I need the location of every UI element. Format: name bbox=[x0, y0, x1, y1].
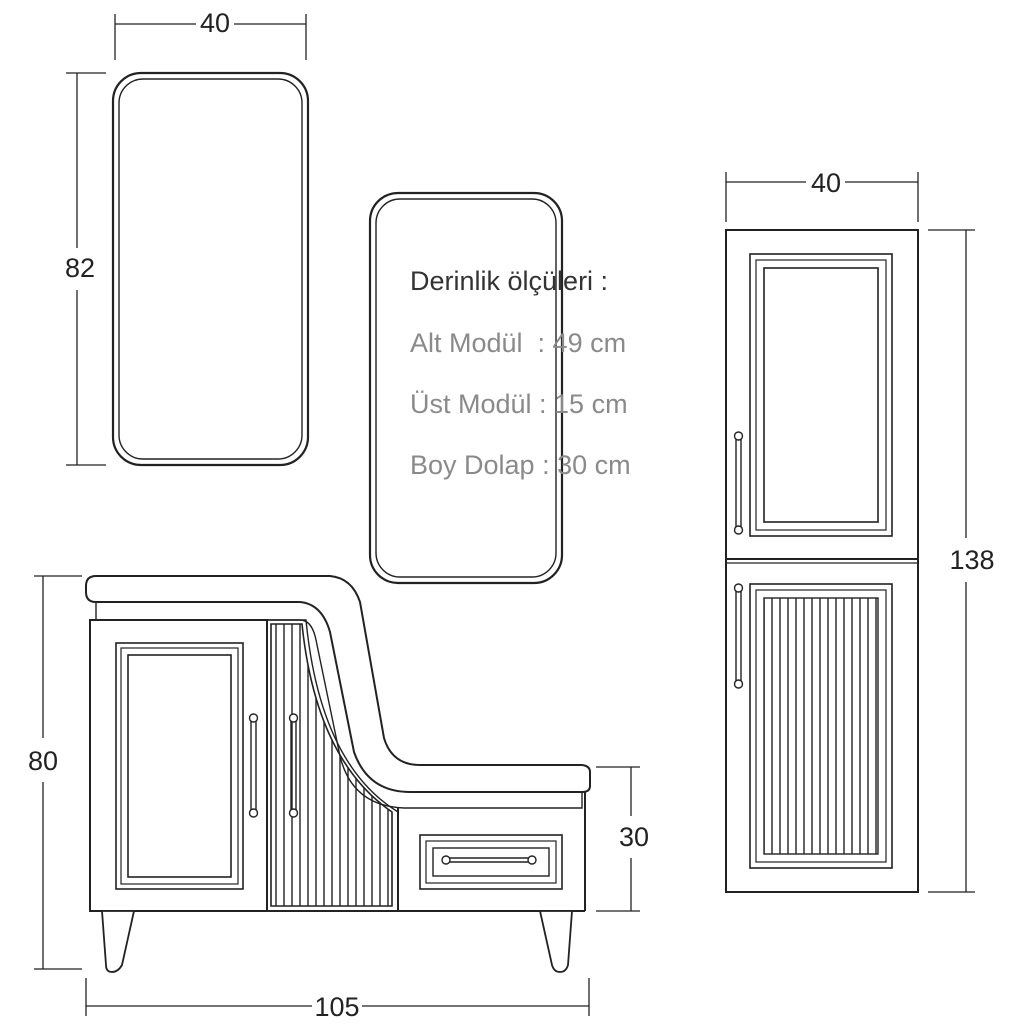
center-mirror bbox=[368, 191, 564, 585]
bench-width-dimension bbox=[85, 978, 590, 1016]
tall-cabinet-height-label: 138 bbox=[949, 545, 994, 575]
left-mirror-width-dimension bbox=[114, 14, 307, 60]
depth-note-line: Boy Dolap : 30 cm bbox=[410, 450, 631, 480]
tall-cabinet-width-label: 40 bbox=[811, 168, 841, 198]
bench-seat-height-dimension bbox=[596, 766, 640, 912]
left-mirror bbox=[111, 71, 310, 467]
depth-note: Derinlik ölçüleri : Alt Modül : 49 cm Üs… bbox=[410, 266, 631, 480]
bench-width-label: 105 bbox=[314, 992, 359, 1022]
bench-cabinet bbox=[85, 575, 591, 973]
depth-note-title: Derinlik ölçüleri : bbox=[410, 266, 608, 296]
tall-cabinet-width-dimension bbox=[725, 172, 919, 222]
bench-height-dimension bbox=[34, 575, 82, 970]
depth-note-line: Alt Modül : 49 cm bbox=[410, 328, 626, 358]
left-mirror-height-label: 82 bbox=[65, 253, 95, 283]
bench-seat-height-label: 30 bbox=[619, 822, 649, 852]
left-mirror-height-dimension bbox=[66, 72, 106, 466]
left-mirror-width-label: 40 bbox=[200, 8, 230, 38]
depth-note-line: Üst Modül : 15 cm bbox=[410, 389, 628, 419]
bench-height-label: 80 bbox=[28, 746, 58, 776]
tall-cabinet-height-dimension bbox=[928, 229, 975, 893]
tall-cabinet bbox=[725, 229, 919, 893]
